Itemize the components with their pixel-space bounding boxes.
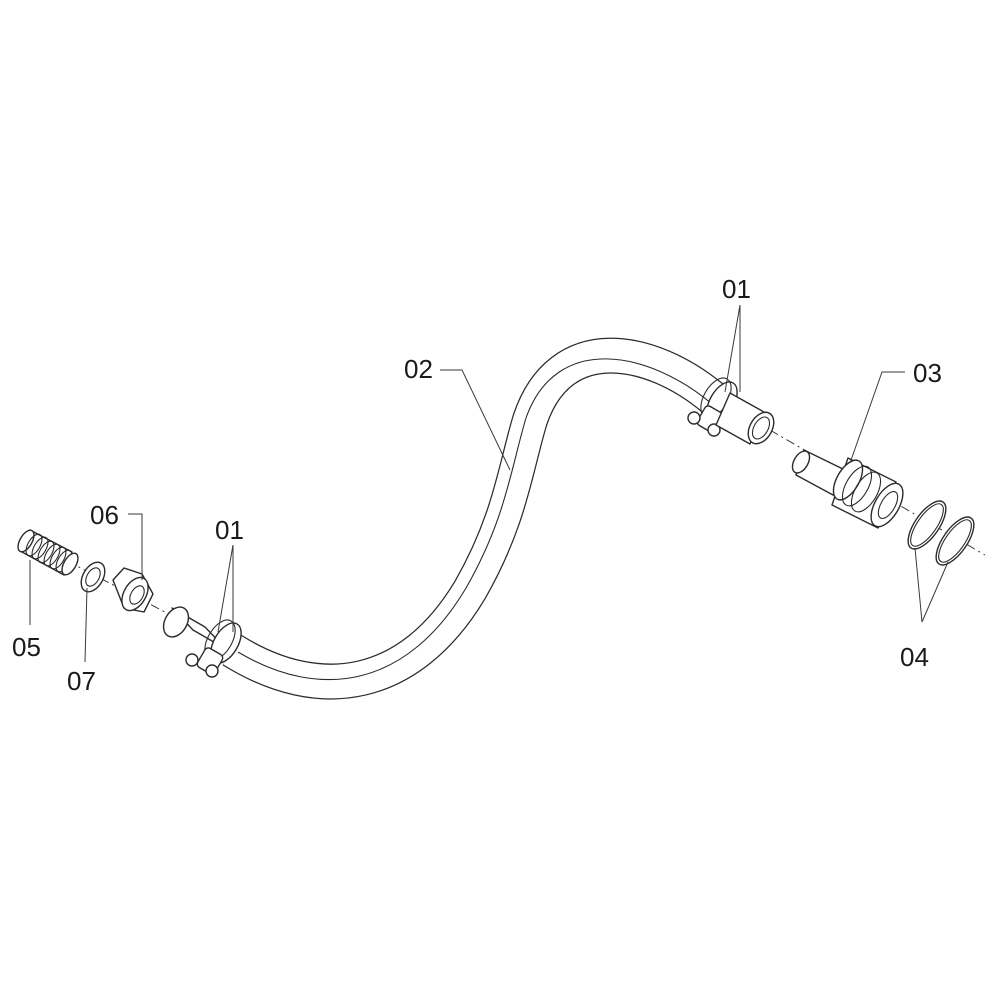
filter-spring: [17, 529, 79, 576]
label-coupling: 03: [913, 358, 942, 388]
label-filter: 05: [12, 632, 41, 662]
hose: [222, 337, 727, 700]
part-labels: 01 02 03 06 01 05 04 07: [12, 274, 942, 696]
label-washer: 07: [67, 666, 96, 696]
hex-nut: [112, 567, 154, 613]
washer: [80, 561, 106, 593]
bottom-tube-fitting: [162, 606, 227, 650]
label-hose: 02: [404, 354, 433, 384]
bottom-hose-clamp: [185, 619, 242, 678]
label-o-rings: 04: [900, 642, 929, 672]
label-clamp-bottom: 01: [215, 515, 244, 545]
label-clamp-top: 01: [722, 274, 751, 304]
coupling: [791, 449, 904, 529]
label-nut: 06: [90, 500, 119, 530]
leader-lines: [29, 304, 949, 663]
top-tube-fitting: [715, 392, 775, 445]
o-rings: [907, 500, 975, 566]
